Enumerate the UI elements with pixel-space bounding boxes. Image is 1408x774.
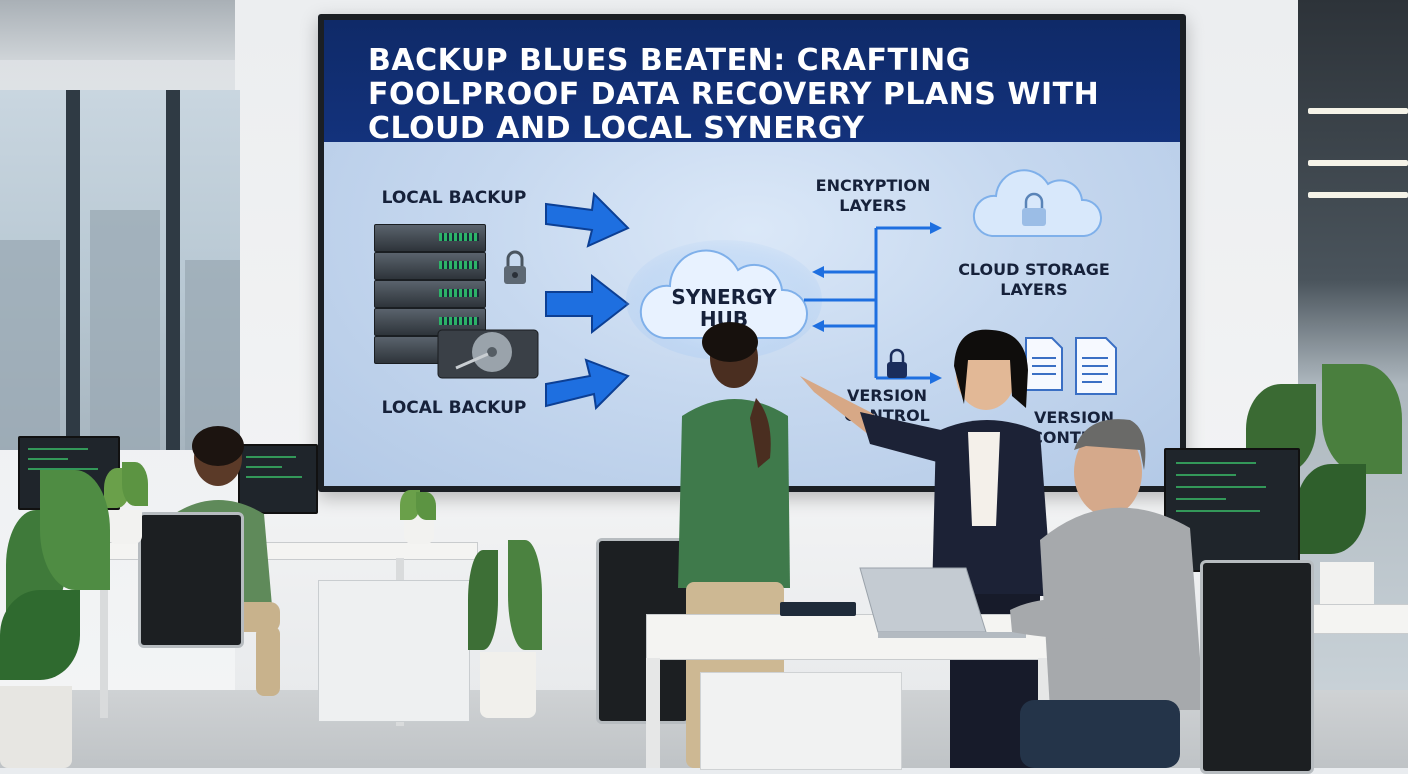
- distant-building: [185, 260, 240, 450]
- potted-plant: [98, 462, 154, 546]
- distant-building: [0, 240, 60, 450]
- server-icon: [374, 224, 504, 374]
- arrow-icon: [542, 191, 632, 252]
- ceiling-light: [1308, 192, 1408, 198]
- document-icon: [1024, 336, 1064, 392]
- encryption-layers-label: ENCRYPTION LAYERS: [815, 176, 931, 215]
- cloud-icon: [624, 230, 824, 360]
- desk: [1296, 604, 1408, 634]
- potted-plant: [458, 540, 558, 720]
- arrow-icon: [542, 354, 632, 414]
- laptop: [858, 566, 1028, 640]
- window-mullion: [66, 90, 80, 450]
- windows: [0, 90, 240, 450]
- office-chair: [138, 512, 244, 648]
- ceiling-light: [1308, 160, 1408, 166]
- seated-person-gray-hoodie: [990, 410, 1230, 768]
- local-backup-label-bottom: LOCAL BACKUP: [381, 398, 527, 418]
- ceiling-light: [1308, 108, 1408, 114]
- slide-title: BACKUP BLUES BEATEN: CRAFTING FOOLPROOF …: [368, 43, 1100, 146]
- notebook: [780, 602, 856, 616]
- potted-plant: [396, 490, 442, 546]
- filing-cabinet: [318, 580, 470, 722]
- window-mullion: [166, 90, 180, 450]
- hard-drive-icon: [436, 326, 540, 382]
- padlock-icon: [500, 248, 530, 288]
- presentation-screen: BACKUP BLUES BEATEN: CRAFTING FOOLPROOF …: [318, 14, 1186, 492]
- computer-monitor: [238, 444, 318, 514]
- document-icon: [1074, 336, 1118, 396]
- slide-title-banner: BACKUP BLUES BEATEN: CRAFTING FOOLPROOF …: [324, 20, 1180, 146]
- cloud-icon: [964, 158, 1104, 248]
- cloud-storage-layers-label: CLOUD STORAGE LAYERS: [958, 260, 1110, 299]
- distant-building: [90, 210, 160, 450]
- local-backup-label-top: LOCAL BACKUP: [381, 188, 527, 208]
- padlock-icon: [884, 346, 910, 382]
- potted-plant: [0, 470, 140, 768]
- desk-leg: [646, 658, 660, 768]
- office-chair: [1200, 560, 1314, 774]
- arrow-icon: [542, 273, 632, 335]
- connector-lines: [804, 218, 944, 398]
- desk-leg: [100, 558, 108, 718]
- slide: BACKUP BLUES BEATEN: CRAFTING FOOLPROOF …: [324, 20, 1180, 486]
- desk-drawer-unit: [700, 672, 902, 770]
